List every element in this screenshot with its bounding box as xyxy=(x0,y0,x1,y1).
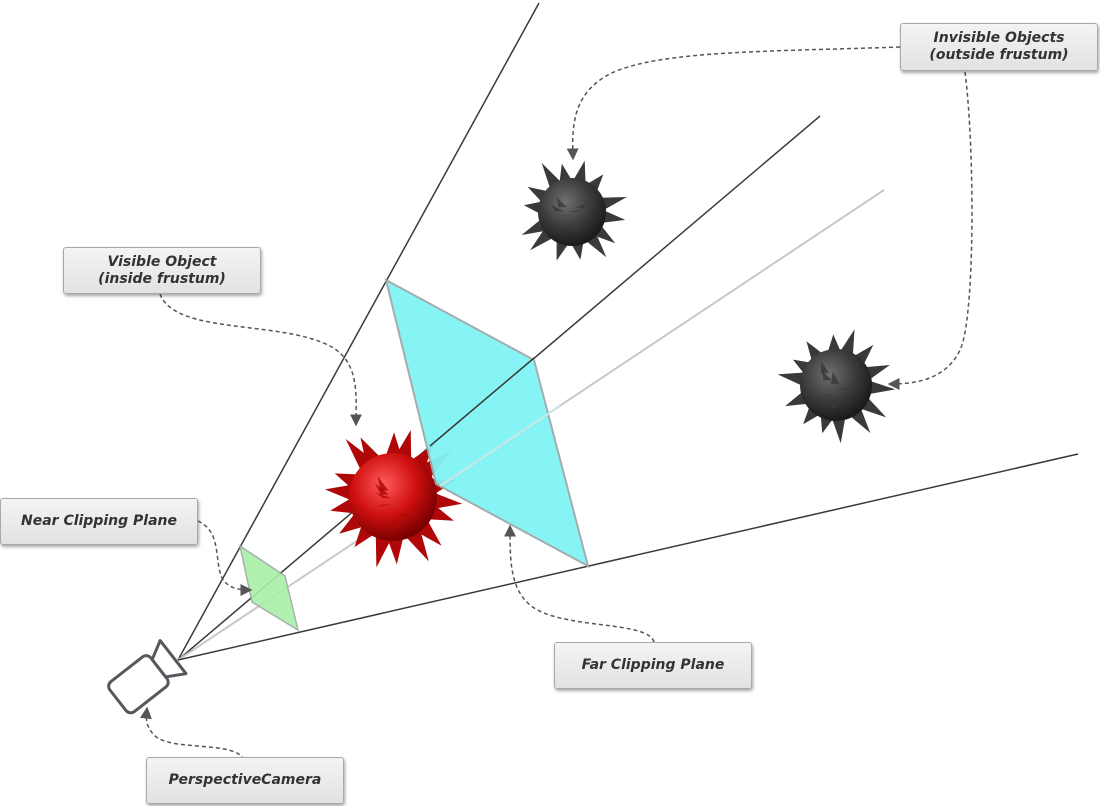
far-clipping-plane-label-text: Far Clipping Plane xyxy=(581,657,725,673)
frustum-edge-top xyxy=(177,2,540,661)
arrow-near-to-plane xyxy=(197,520,253,596)
perspective-camera-label-text: PerspectiveCamera xyxy=(168,772,322,788)
frustum-edge-bottom xyxy=(177,453,1079,661)
invisible-objects-label: Invisible Objects (outside frustum) xyxy=(900,23,1098,71)
visible-object-label-line2: (inside frustum) xyxy=(98,270,226,287)
arrow-invisible-to-object2 xyxy=(887,71,973,390)
near-clipping-plane-label-text: Near Clipping Plane xyxy=(21,513,177,529)
invisible-object-1-icon xyxy=(521,160,627,261)
arrow-far-to-plane xyxy=(504,524,655,643)
far-clipping-plane-label: Far Clipping Plane xyxy=(554,642,752,689)
perspective-camera-label: PerspectiveCamera xyxy=(146,757,344,804)
invisible-objects-label-line2: (outside frustum) xyxy=(929,47,1069,63)
arrow-invisible-to-object1 xyxy=(566,46,901,161)
near-clipping-plane-label: Near Clipping Plane xyxy=(0,498,198,545)
frustum-center-axis-over xyxy=(439,405,561,487)
near-clipping-plane-shape xyxy=(238,544,300,632)
arrow-camera-label-to-camera xyxy=(139,706,245,761)
visible-object-label-line1: Visible Object xyxy=(107,253,217,270)
camera-icon xyxy=(107,639,188,715)
invisible-object-2-icon xyxy=(777,329,896,444)
visible-object-label: Visible Object (inside frustum) xyxy=(63,247,261,294)
frustum-edge-middle-over xyxy=(429,357,535,447)
invisible-objects-label-line1: Invisible Objects xyxy=(933,30,1065,46)
arrow-visible-to-object xyxy=(159,293,363,427)
far-clipping-plane-shape xyxy=(384,278,590,568)
